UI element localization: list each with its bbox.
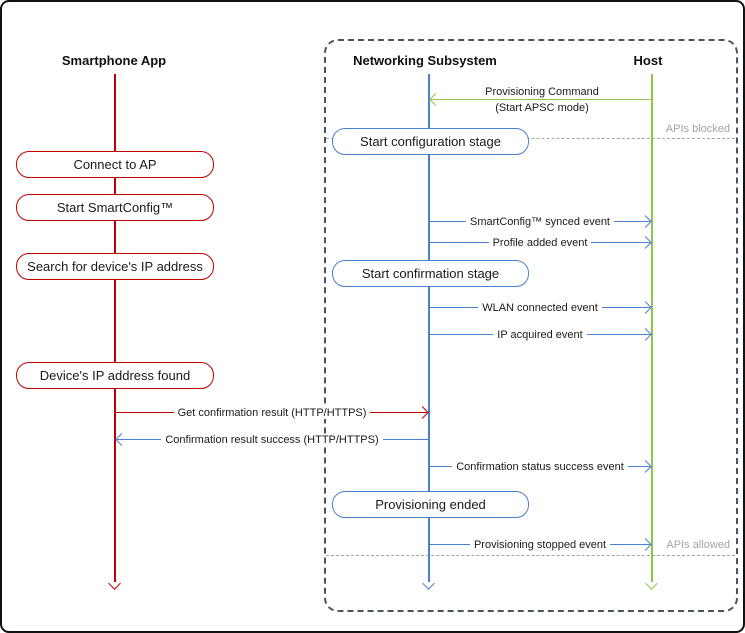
provisioning-command-label-line2: (Start APSC mode) bbox=[495, 102, 589, 114]
stage-start-configuration: Start configuration stage bbox=[332, 128, 529, 155]
stage-label: Provisioning ended bbox=[375, 497, 486, 512]
step-search-device-ip: Search for device's IP address bbox=[16, 253, 214, 280]
stage-start-confirmation: Start confirmation stage bbox=[332, 260, 529, 287]
stage-provisioning-ended: Provisioning ended bbox=[332, 491, 529, 518]
actor-smartphone-app: Smartphone App bbox=[61, 53, 167, 68]
step-start-smartconfig: Start SmartConfig™ bbox=[16, 194, 214, 221]
apis-blocked-separator bbox=[326, 138, 735, 139]
apis-allowed-separator bbox=[326, 555, 735, 556]
event-label: IP acquired event bbox=[429, 327, 651, 343]
device-boundary bbox=[324, 39, 738, 612]
event-label: Profile added event bbox=[429, 235, 651, 251]
step-connect-to-ap: Connect to AP bbox=[16, 151, 214, 178]
stage-label: Start configuration stage bbox=[360, 134, 501, 149]
step-label: Connect to AP bbox=[73, 157, 157, 172]
event-label: WLAN connected event bbox=[429, 300, 651, 316]
apis-allowed-label: APIs allowed bbox=[666, 539, 730, 551]
step-device-ip-found: Device's IP address found bbox=[16, 362, 214, 389]
event-label: Confirmation status success event bbox=[429, 459, 651, 475]
event-label: Provisioning stopped event bbox=[429, 537, 651, 553]
step-label: Device's IP address found bbox=[39, 368, 191, 383]
apis-blocked-label: APIs blocked bbox=[665, 123, 730, 135]
provisioning-command-label-line1: Provisioning Command bbox=[485, 86, 599, 98]
provisioning-command-arrow bbox=[430, 99, 652, 101]
smartphone-lifeline-arrowhead-icon bbox=[108, 577, 121, 590]
confirmation-success-label: Confirmation result success (HTTP/HTTPS) bbox=[116, 432, 428, 448]
event-label: SmartConfig™ synced event bbox=[429, 214, 651, 230]
get-confirmation-label: Get confirmation result (HTTP/HTTPS) bbox=[116, 405, 428, 421]
step-label: Search for device's IP address bbox=[27, 259, 203, 274]
actor-host: Host bbox=[633, 53, 663, 68]
networking-lifeline bbox=[428, 74, 430, 582]
host-lifeline bbox=[651, 74, 653, 582]
actor-networking-subsystem: Networking Subsystem bbox=[353, 53, 497, 68]
step-label: Start SmartConfig™ bbox=[56, 200, 174, 215]
smartphone-lifeline bbox=[114, 74, 116, 582]
stage-label: Start confirmation stage bbox=[361, 266, 500, 281]
